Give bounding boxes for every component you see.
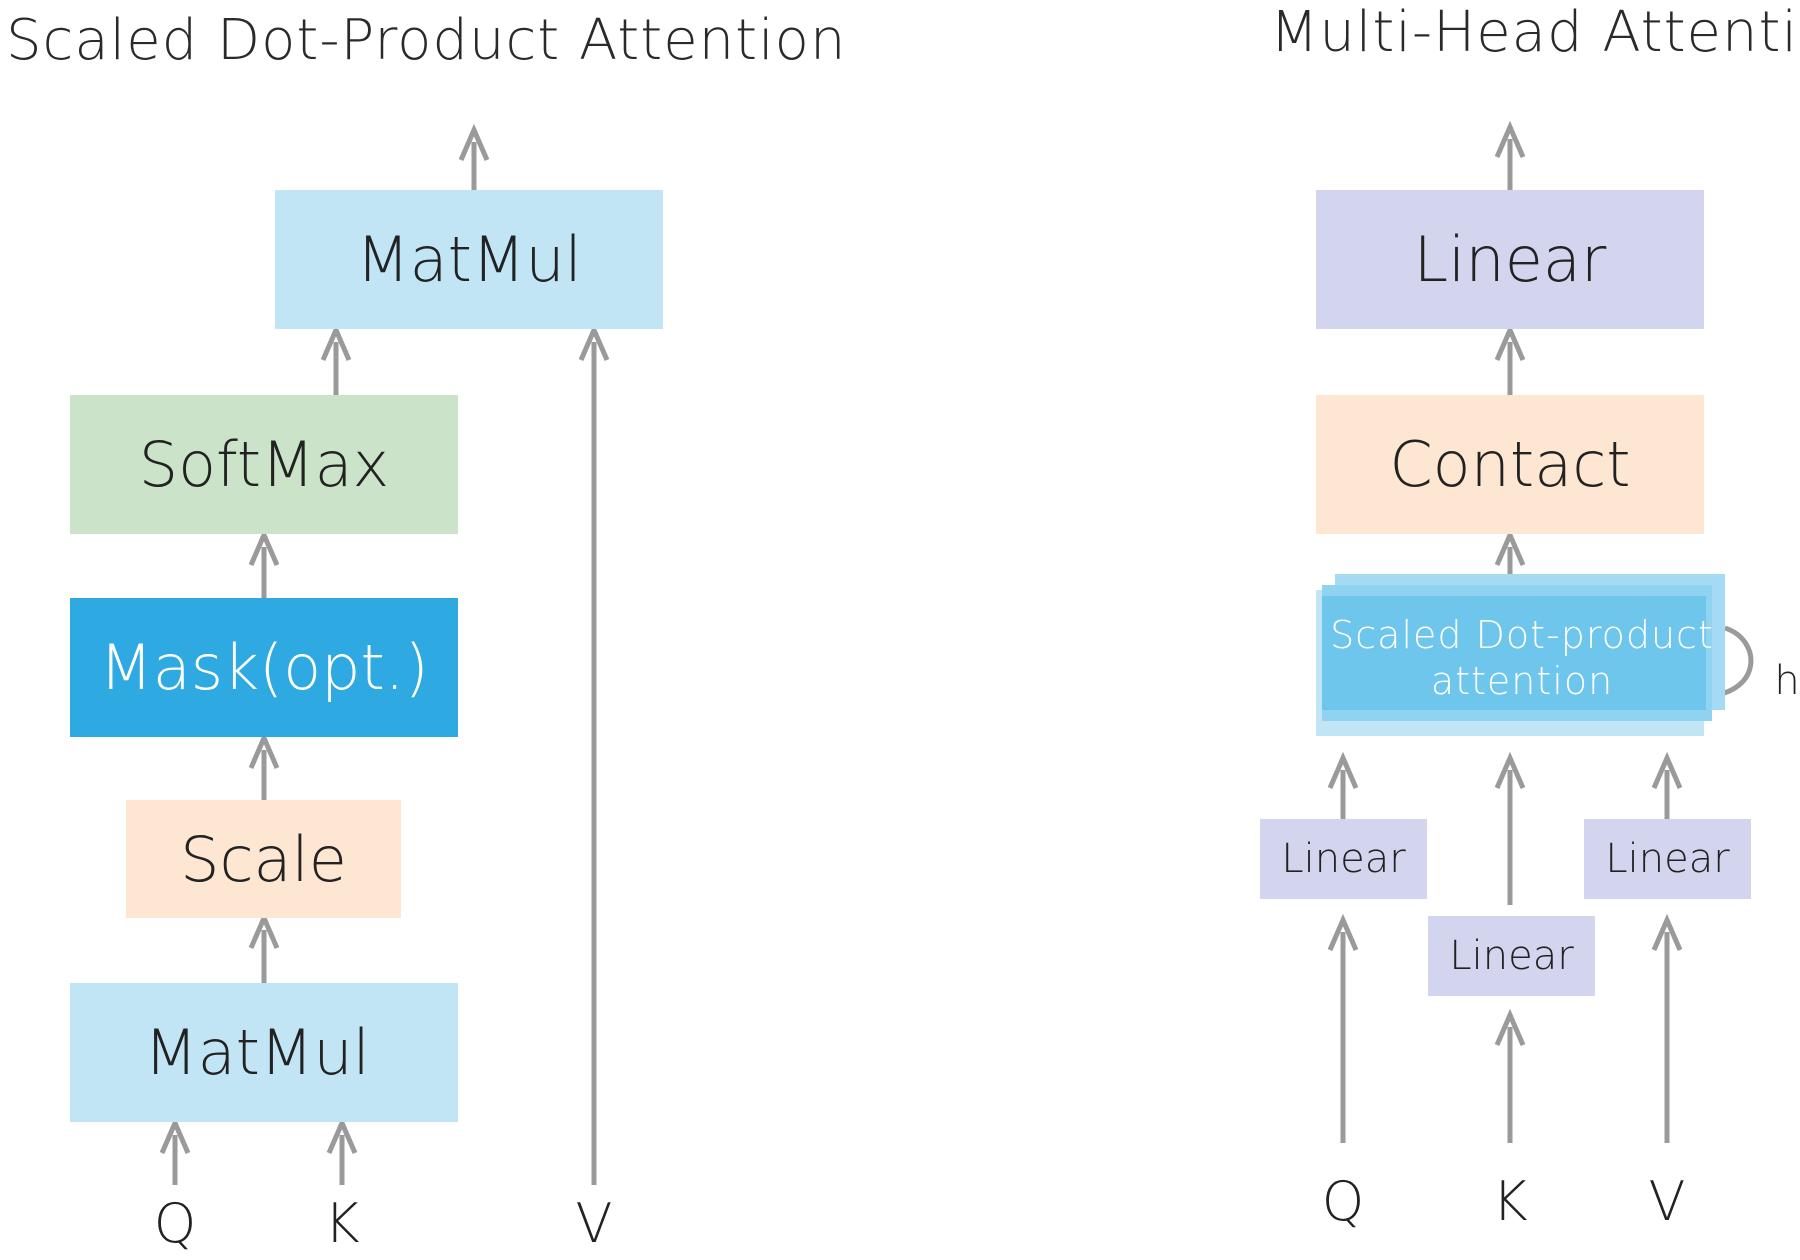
input-v-right: V xyxy=(1648,1170,1686,1233)
arrow-k-to-linear-k xyxy=(1494,1008,1526,1143)
input-k-left: K xyxy=(324,1192,360,1255)
input-v-left: V xyxy=(575,1192,613,1255)
arrow-linear-q-to-sdp xyxy=(1327,751,1359,819)
arrow-softmax-to-matmul xyxy=(320,323,352,395)
matmul-top-box: MatMul xyxy=(275,190,663,329)
left-title: Scaled Dot-Product Attention xyxy=(6,8,847,73)
arrow-output-right xyxy=(1494,120,1526,190)
input-k-right: K xyxy=(1492,1170,1528,1233)
arrow-linear-v-to-sdp xyxy=(1651,751,1683,819)
input-q-right: Q xyxy=(1321,1170,1365,1233)
linear-v-box: Linear xyxy=(1584,819,1751,899)
sdp-label-line1: Scaled Dot-product xyxy=(1330,613,1714,657)
scale-box: Scale xyxy=(126,800,401,918)
arrow-matmul-to-scale xyxy=(248,911,280,983)
sdp-stack-front xyxy=(1322,596,1706,710)
arrow-scale-to-mask xyxy=(248,731,280,800)
mask-box: Mask(opt.) xyxy=(70,598,458,737)
linear-q-box: Linear xyxy=(1260,819,1427,899)
arrow-k-to-matmul xyxy=(326,1116,358,1185)
input-q-left: Q xyxy=(153,1192,197,1255)
repeat-h-label: h xyxy=(1774,658,1800,704)
arrow-linear-k-to-sdp xyxy=(1494,751,1526,905)
softmax-box: SoftMax xyxy=(70,395,458,534)
linear-top-box: Linear xyxy=(1316,190,1704,329)
arrow-concat-to-linear xyxy=(1494,323,1526,395)
matmul-bottom-box: MatMul xyxy=(70,983,458,1122)
sdp-label-line2: attention xyxy=(1430,659,1614,703)
arrow-mask-to-softmax xyxy=(248,528,280,598)
arrow-v-to-linear-v xyxy=(1651,913,1683,1143)
arrow-q-to-matmul xyxy=(159,1116,191,1185)
right-title: Multi-Head Attention xyxy=(1270,0,1800,65)
arrow-v-to-matmul xyxy=(578,323,610,1185)
concat-box: Contact xyxy=(1316,395,1704,534)
linear-k-box: Linear xyxy=(1428,916,1595,996)
arrow-output-left xyxy=(458,123,490,190)
arrow-q-to-linear-q xyxy=(1327,913,1359,1143)
sdp-attention-label: Scaled Dot-product attention xyxy=(1316,612,1728,704)
